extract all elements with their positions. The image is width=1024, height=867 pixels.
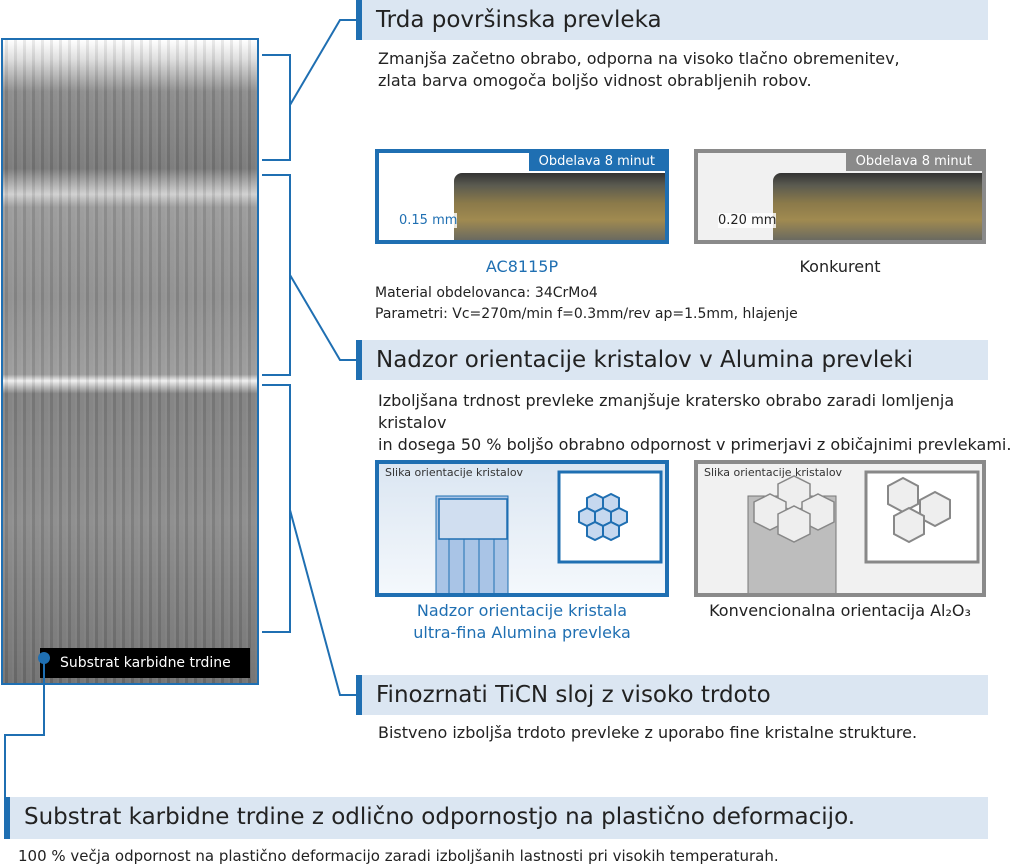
bracket-ticn <box>262 384 356 696</box>
desc-line: zlata barva omogoča boljšo vidnost obrab… <box>378 71 812 90</box>
conventional-crystal-illustration <box>747 470 980 593</box>
crystal-tag: Slika orientacije kristalov <box>385 466 524 479</box>
caption-fine-crystal: Nadzor orientacije kristala ultra-fina A… <box>375 600 669 644</box>
desc-substrate: 100 % večja odpornost na plastično defor… <box>18 845 779 867</box>
desc-line: Bistveno izboljša trdoto prevleke z upor… <box>378 723 918 742</box>
bracket-surface <box>262 19 356 161</box>
desc-ticn: Bistveno izboljša trdoto prevleke z upor… <box>378 722 917 744</box>
wear-image-ac8115p: Obdelava 8 minut 0.15 mm <box>375 149 669 244</box>
substrate-dot <box>38 652 50 664</box>
caption-competitor: Konkurent <box>799 257 881 276</box>
desc-alumina: Izboljšana trdnost prevleke zmanjšuje kr… <box>378 390 1024 456</box>
heading-substrate: Substrat karbidne trdine z odlično odpor… <box>4 797 988 839</box>
test-conditions: Material obdelovanca: 34CrMo4 Parametri:… <box>375 283 798 325</box>
heading-surface-coating: Trda površinska prevleka <box>356 0 988 40</box>
params-text: Parametri: Vc=270m/min f=0.3mm/rev ap=1.… <box>375 306 798 322</box>
desc-line: 100 % večja odpornost na plastično defor… <box>18 847 779 865</box>
wear-image-competitor: Obdelava 8 minut 0.20 mm <box>694 149 986 244</box>
heading-alumina: Nadzor orientacije kristalov v Alumina p… <box>356 340 988 380</box>
caption-ac8115p: AC8115P <box>485 257 559 276</box>
heading-ticn: Finozrnati TiCN sloj z visoko trdoto <box>356 675 988 715</box>
wear-photo <box>454 173 665 240</box>
wear-value: 0.20 mm <box>718 213 777 228</box>
bracket-alumina <box>262 174 356 376</box>
caption-line: Nadzor orientacije kristala <box>416 601 628 620</box>
wear-photo <box>773 173 982 240</box>
wear-value: 0.15 mm <box>399 213 458 228</box>
caption-line: ultra-fina Alumina prevleka <box>413 623 631 642</box>
sem-cross-section-image <box>1 38 259 685</box>
desc-line: in dosega 50 % boljšo obrabno odpornost … <box>378 435 1012 454</box>
substrate-connector <box>4 660 45 800</box>
desc-line: Izboljšana trdnost prevleke zmanjšuje kr… <box>378 391 955 432</box>
desc-line: Zmanjša začetno obrabo, odporna na visok… <box>378 49 900 68</box>
wear-tag: Obdelava 8 minut <box>528 153 665 171</box>
crystal-image-fine: Slika orientacije kristalov <box>375 460 669 597</box>
crystal-image-conventional: Slika orientacije kristalov <box>694 460 986 597</box>
wear-tag: Obdelava 8 minut <box>845 153 982 171</box>
caption-conventional: Konvencionalna orientacija Al₂O₃ <box>709 601 971 620</box>
fine-crystal-illustration <box>435 470 663 593</box>
crystal-tag: Slika orientacije kristalov <box>704 466 843 479</box>
material-text: Material obdelovanca: 34CrMo4 <box>375 285 598 301</box>
desc-surface-coating: Zmanjša začetno obrabo, odporna na visok… <box>378 48 900 92</box>
substrate-label: Substrat karbidne trdine <box>40 648 250 678</box>
